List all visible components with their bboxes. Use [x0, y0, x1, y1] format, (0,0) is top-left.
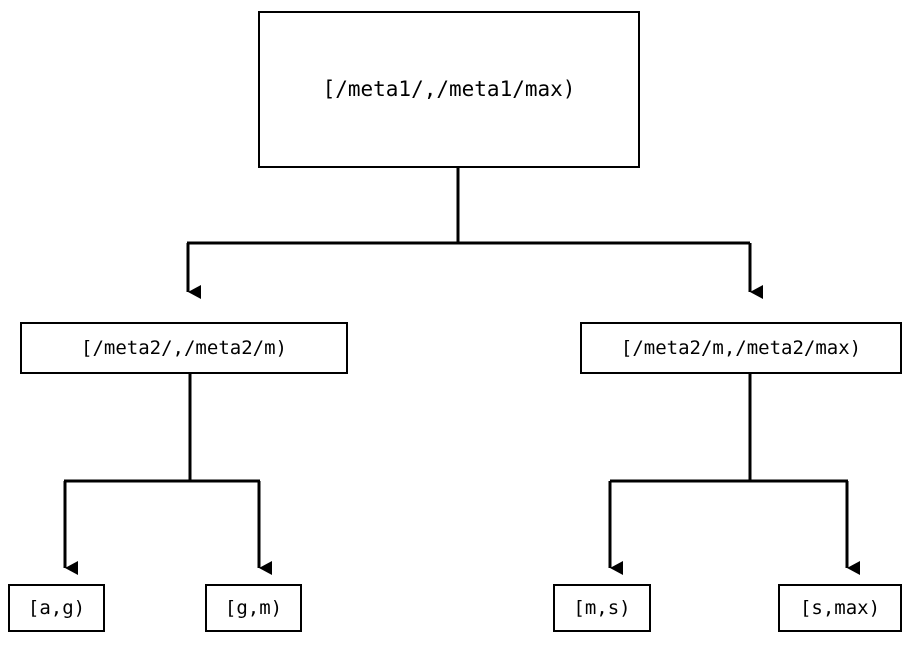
node-leaf-1: [a,g)	[8, 584, 105, 632]
node-mid-left-label: [/meta2/,/meta2/m)	[81, 336, 287, 359]
node-leaf-2-label: [g,m)	[224, 596, 283, 619]
node-leaf-2: [g,m)	[205, 584, 302, 632]
node-leaf-1-label: [a,g)	[27, 596, 86, 619]
node-mid-right-label: [/meta2/m,/meta2/max)	[620, 336, 862, 359]
node-leaf-3: [m,s)	[553, 584, 651, 632]
node-root-label: [/meta1/,/meta1/max)	[322, 77, 576, 101]
node-mid-left: [/meta2/,/meta2/m)	[20, 322, 348, 374]
node-leaf-4: [s,max)	[778, 584, 902, 632]
node-mid-right: [/meta2/m,/meta2/max)	[580, 322, 902, 374]
node-leaf-3-label: [m,s)	[573, 596, 631, 619]
node-root: [/meta1/,/meta1/max)	[258, 11, 640, 168]
node-leaf-4-label: [s,max)	[799, 596, 881, 619]
